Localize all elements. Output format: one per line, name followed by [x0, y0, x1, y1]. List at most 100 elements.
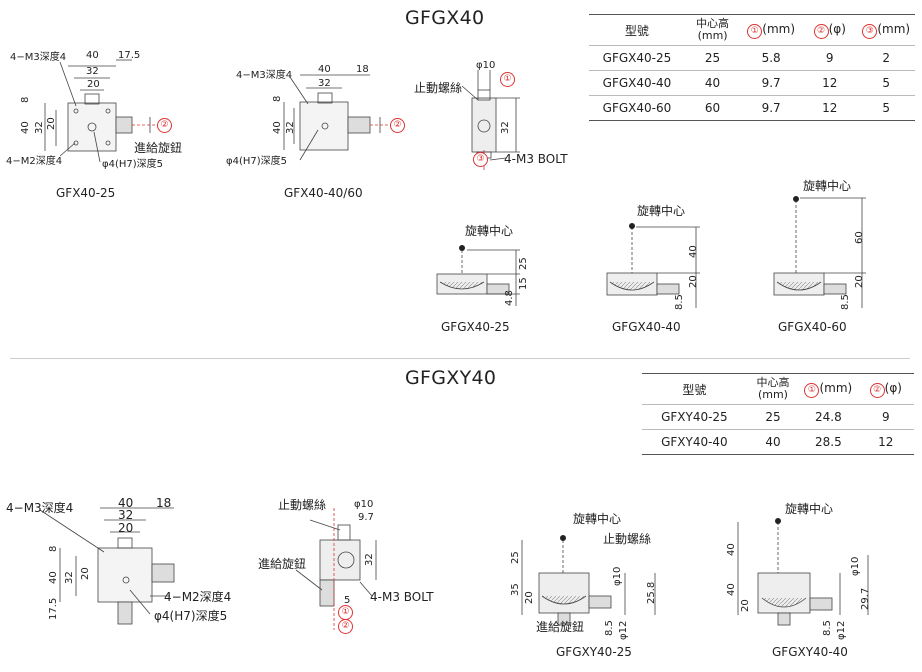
- label-m3-depth4: 4−M3深度4: [6, 501, 74, 515]
- label-m3-depth4: 4−M3深度4: [10, 52, 67, 63]
- drawing-gfgxy40-25: [521, 540, 656, 626]
- caption-gfgx40-40: GFGX40-40: [612, 320, 681, 334]
- dim-15-v: 15: [518, 277, 529, 290]
- dim-9-7: 9.7: [358, 512, 374, 523]
- drawing-gfx40-25: [44, 59, 160, 163]
- table-cell: 40: [746, 429, 800, 455]
- table-cell: GFGX40-60: [589, 95, 685, 121]
- table-cell: 24.8: [799, 404, 858, 430]
- drawing-gfgxy40-top: [39, 507, 175, 625]
- table-cell: 40: [684, 70, 741, 96]
- dim-32: 32: [86, 66, 99, 77]
- dim-32: 32: [318, 78, 331, 89]
- section-title-gfgxy40: GFGXY40: [405, 367, 497, 389]
- caption-gfx40-25: GFX40-25: [56, 186, 116, 200]
- table-cell: 12: [802, 95, 858, 121]
- mark-2: ②: [157, 118, 172, 133]
- dim-40-v: 40: [726, 583, 737, 596]
- dim-40: 40: [86, 50, 99, 61]
- label-m2-depth4: 4−M2深度4: [6, 156, 63, 167]
- mark-2: ②: [338, 619, 353, 634]
- label-stop-screw: 止動螺絲: [414, 81, 463, 95]
- drawing-gfgx40-40: [606, 226, 700, 308]
- label-bolt: 4-M3 BOLT: [370, 590, 434, 604]
- mark-1: ①: [500, 72, 515, 87]
- dim-8: 8: [20, 96, 31, 103]
- dim-8-5-v: 8.5: [840, 294, 851, 310]
- dim-17-5: 17.5: [118, 50, 141, 61]
- label-rot-center: 旋轉中心: [573, 512, 622, 526]
- dim-20: 20: [87, 79, 100, 90]
- label-m3-depth4: 4−M3深度4: [236, 70, 293, 81]
- dim-8-5-v: 8.5: [674, 294, 685, 310]
- dim-phi12-v: φ12: [836, 620, 847, 640]
- caption-gfgx40-60: GFGX40-60: [778, 320, 847, 334]
- label-h7-depth5: φ4(H7)深度5: [226, 156, 288, 167]
- dim-4-8-v: 4.8: [504, 290, 515, 306]
- dim-29-7-v: 29.7: [860, 587, 871, 610]
- label-rot-center: 旋轉中心: [465, 224, 514, 238]
- drawing-gfgx40-25: [436, 249, 520, 306]
- dim-32-v: 32: [285, 121, 296, 134]
- drawing-gfgx40-60: [773, 197, 866, 308]
- drawing-gfgxy40-40: [737, 522, 869, 626]
- dim-25-v: 25: [518, 257, 529, 270]
- header-model: 型號: [589, 14, 685, 46]
- dim-phi10: φ10: [354, 499, 374, 510]
- table-cell: 28.5: [799, 429, 858, 455]
- dim-20-v: 20: [854, 275, 865, 288]
- label-h7-depth5: φ4(H7)深度5: [154, 609, 228, 623]
- table-cell: GFGX40-25: [589, 45, 685, 71]
- drawing-gfx40-40-60: [283, 74, 392, 161]
- dim-18: 18: [356, 64, 369, 75]
- table-cell: 9.7: [740, 95, 803, 121]
- dim-25-8-v: 25.8: [646, 581, 657, 604]
- table-cell: 12: [857, 429, 914, 455]
- dim-phi10-v: φ10: [612, 566, 623, 586]
- label-bolt: 4-M3 BOLT: [504, 152, 568, 166]
- header-mark2: ②(φ): [802, 14, 858, 46]
- dim-32-v: 32: [64, 571, 75, 584]
- header-center-height: 中心高(mm): [746, 373, 800, 405]
- caption-gfgx40-25: GFGX40-25: [441, 320, 510, 334]
- dim-32-v: 32: [364, 553, 375, 566]
- table-header-row: 型號 中心高(mm) ①(mm) ②(φ): [642, 373, 914, 405]
- dim-20-v: 20: [46, 117, 57, 130]
- dim-17-5-v: 17.5: [48, 597, 59, 620]
- dim-8-v: 8: [48, 545, 59, 552]
- label-h7-depth5: φ4(H7)深度5: [102, 159, 164, 170]
- dim-40-v: 40: [688, 245, 699, 258]
- label-stop-screw: 止動螺絲: [603, 532, 652, 546]
- caption-gfgxy40-25: GFGXY40-25: [556, 645, 632, 659]
- label-rot-center: 旋轉中心: [637, 204, 686, 218]
- label-rot-center: 旋轉中心: [803, 179, 852, 193]
- dim-40-v: 40: [272, 121, 283, 134]
- label-feed-knob: 進給旋鈕: [536, 620, 585, 634]
- label-feed-knob: 進給旋鈕: [134, 141, 183, 155]
- dim-20-v: 20: [80, 567, 91, 580]
- dim-25-v: 25: [510, 551, 521, 564]
- table-cell: 60: [684, 95, 741, 121]
- dim-20-v: 20: [524, 591, 535, 604]
- mark-3: ③: [473, 152, 488, 167]
- dim-40: 40: [118, 496, 134, 510]
- dim-phi12-v: φ12: [618, 620, 629, 640]
- dim-32-v: 32: [34, 121, 45, 134]
- section-title-gfgx40: GFGX40: [405, 7, 485, 29]
- table-header-row: 型號 中心高(mm) ①(mm) ②(φ) ③(mm): [589, 14, 915, 46]
- table-cell: 25: [684, 45, 741, 71]
- drawing-gfgxy40-side: [295, 508, 377, 630]
- label-feed-knob: 進給旋鈕: [258, 557, 307, 571]
- dim-40-v: 40: [20, 121, 31, 134]
- section-divider: [10, 358, 910, 359]
- dim-phi10-v: φ10: [850, 556, 861, 576]
- table-cell: 12: [802, 70, 858, 96]
- table-cell: 25: [746, 404, 800, 430]
- dim-20: 20: [118, 521, 134, 535]
- table-cell: GFXY40-40: [642, 429, 747, 455]
